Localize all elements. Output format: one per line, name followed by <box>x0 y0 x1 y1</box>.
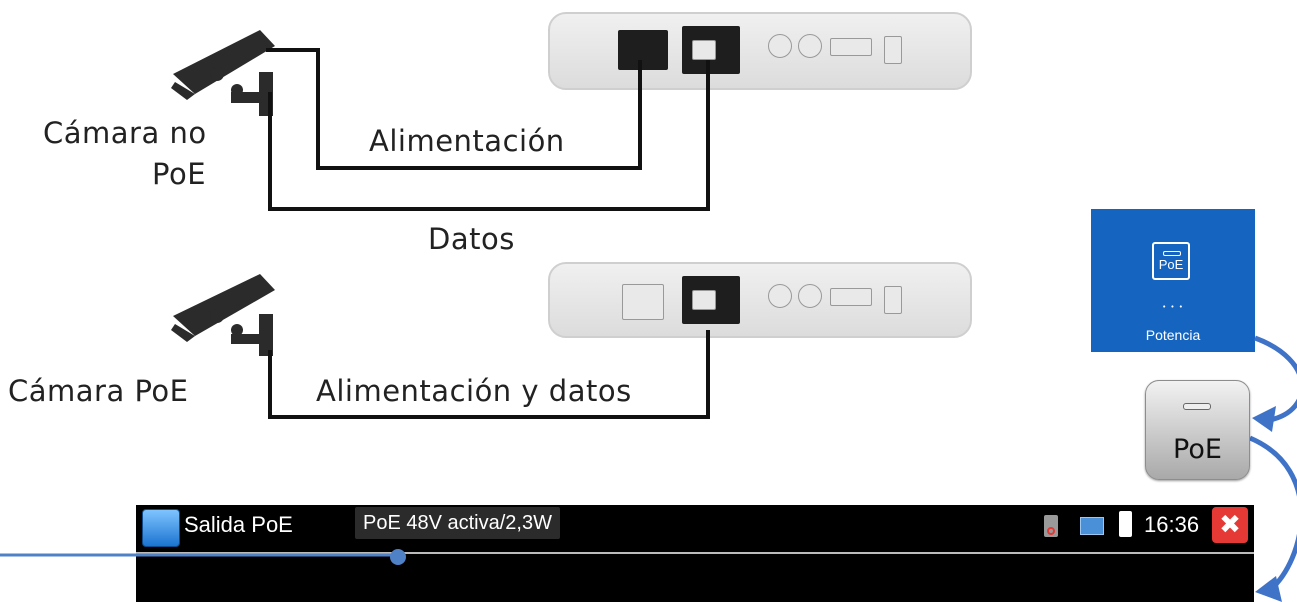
camera-label-non-poe-line2: PoE <box>152 157 207 191</box>
dc-input-port <box>622 284 664 320</box>
camera-icon-non-poe <box>171 30 275 116</box>
app-title: Salida PoE <box>184 512 293 537</box>
bnc-port <box>768 34 792 58</box>
poe-tile-icon: PoE <box>1152 242 1190 280</box>
sd-card-icon <box>1044 515 1058 537</box>
close-icon: ✖ <box>1219 510 1241 540</box>
wire-bottom <box>268 330 710 419</box>
poe-button-label: PoE <box>1173 434 1222 465</box>
hdmi-port-bottom <box>830 288 872 306</box>
camera-label-poe: Cámara PoE <box>8 374 189 408</box>
tile-dots: • • • <box>1162 303 1184 311</box>
app-icon <box>142 509 180 547</box>
bnc-port-bottom <box>768 284 792 308</box>
test-tone-port-bottom <box>798 284 822 308</box>
battery-icon <box>1119 511 1132 537</box>
callout-line <box>0 549 406 565</box>
data-label: Datos <box>428 222 515 256</box>
poe-button[interactable]: PoE <box>1145 380 1250 480</box>
camera-label-non-poe-line1: Cámara no <box>43 116 207 150</box>
network-port-panel <box>682 26 740 74</box>
camera-icon-poe <box>171 274 275 356</box>
power-app-tile[interactable]: PoE • • • Potencia <box>1091 209 1255 352</box>
test-tone-port <box>798 34 822 58</box>
tester-device-top <box>548 12 972 90</box>
flow-arrows <box>1249 335 1297 602</box>
power-and-data-label: Alimentación y datos <box>316 374 632 408</box>
power-label: Alimentación <box>369 124 565 158</box>
close-button[interactable]: ✖ <box>1212 507 1248 543</box>
rs485-port <box>884 36 902 64</box>
tile-label: Potencia <box>1145 327 1201 343</box>
clock: 16:36 <box>1144 512 1200 537</box>
poe-status-badge: PoE 48V activa/2,3W <box>355 507 560 539</box>
network-port-panel-bottom <box>682 276 740 324</box>
hdmi-port <box>830 38 872 56</box>
wires-top <box>266 48 710 211</box>
network-icon <box>1080 517 1104 535</box>
tester-device-bottom <box>548 262 972 338</box>
divider-line <box>136 552 1254 554</box>
rs485-port-bottom <box>884 286 902 314</box>
dc-input-panel <box>618 30 668 70</box>
